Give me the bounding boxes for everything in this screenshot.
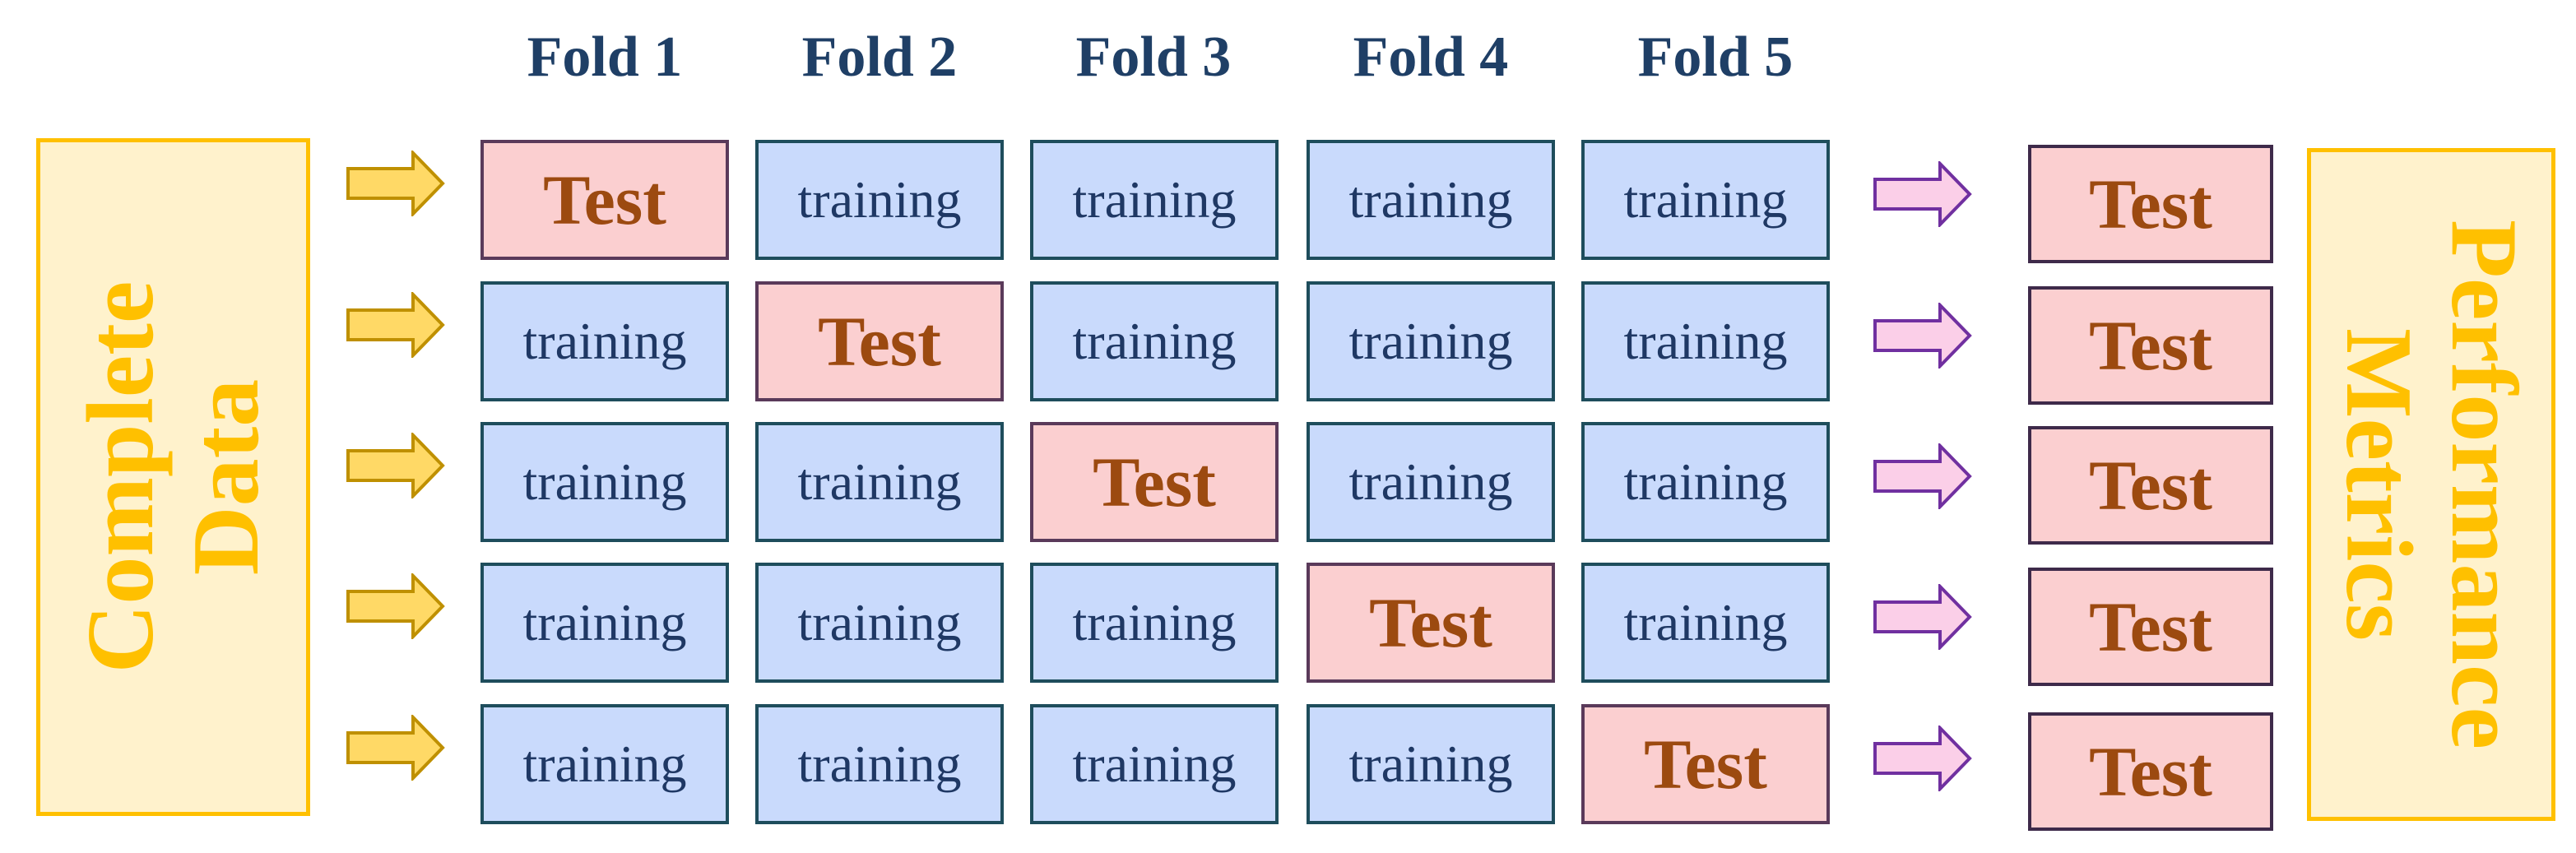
complete-data-label: Complete Data — [68, 281, 279, 674]
complete-data-box: Complete Data — [36, 138, 310, 816]
training-cell-r5-c3: training — [1030, 704, 1279, 824]
training-cell-r1-c2: training — [755, 140, 1004, 260]
cell-label: training — [1072, 170, 1237, 229]
training-cell-r3-c5: training — [1581, 422, 1830, 542]
training-cell-r4-c5: training — [1581, 563, 1830, 683]
right-arrow-icon — [1873, 584, 1972, 650]
cell-label: training — [1072, 735, 1237, 793]
result-test-cell-1: Test — [2028, 145, 2273, 263]
result-test-cell-2: Test — [2028, 286, 2273, 405]
cell-label: Test — [1369, 583, 1492, 662]
right-arrow-icon — [346, 573, 445, 639]
training-cell-r5-c2: training — [755, 704, 1004, 824]
right-arrow-icon — [1873, 303, 1972, 369]
cell-label: training — [797, 593, 962, 651]
training-cell-r5-c1: training — [480, 704, 729, 824]
cell-label: Test — [1644, 725, 1767, 804]
cell-label: training — [1623, 170, 1788, 229]
cell-label: training — [1623, 312, 1788, 370]
performance-metrics-label: Performance Metrics — [2326, 220, 2537, 749]
cell-label: training — [522, 593, 687, 651]
training-cell-r3-c2: training — [755, 422, 1004, 542]
training-cell-r2-c3: training — [1030, 281, 1279, 401]
cell-label: Test — [543, 160, 666, 239]
test-cell-r5-c5: Test — [1581, 704, 1830, 824]
training-cell-r1-c4: training — [1307, 140, 1555, 260]
cell-label: training — [1623, 452, 1788, 511]
training-cell-r1-c5: training — [1581, 140, 1830, 260]
test-cell-r4-c4: Test — [1307, 563, 1555, 683]
result-test-cell-4: Test — [2028, 568, 2273, 686]
result-label: Test — [2089, 732, 2212, 811]
cell-label: training — [1348, 735, 1513, 793]
cell-label: training — [1623, 593, 1788, 651]
result-label: Test — [2089, 306, 2212, 385]
training-cell-r2-c5: training — [1581, 281, 1830, 401]
cell-label: training — [1072, 312, 1237, 370]
test-cell-r3-c3: Test — [1030, 422, 1279, 542]
complete-data-label-line1: Complete — [67, 280, 174, 674]
fold-header-3: Fold 3 — [1075, 25, 1232, 89]
training-cell-r2-c1: training — [480, 281, 729, 401]
training-cell-r4-c2: training — [755, 563, 1004, 683]
cell-label: training — [1348, 312, 1513, 370]
training-cell-r3-c1: training — [480, 422, 729, 542]
cell-label: training — [797, 735, 962, 793]
cell-label: training — [797, 170, 962, 229]
result-label: Test — [2089, 587, 2212, 666]
right-arrow-icon — [1873, 443, 1972, 509]
result-label: Test — [2089, 446, 2212, 525]
right-arrow-icon — [346, 433, 445, 498]
right-arrow-icon — [346, 715, 445, 781]
training-cell-r3-c4: training — [1307, 422, 1555, 542]
fold-header-5: Fold 5 — [1637, 25, 1794, 89]
right-arrow-icon — [1873, 161, 1972, 227]
right-arrow-icon — [346, 151, 445, 216]
test-cell-r2-c2: Test — [755, 281, 1004, 401]
cell-label: training — [1072, 593, 1237, 651]
cell-label: Test — [1093, 443, 1216, 522]
fold-header-2: Fold 2 — [801, 25, 958, 89]
performance-metrics-label-line2: Metrics — [2326, 328, 2431, 641]
performance-metrics-box: Performance Metrics — [2307, 148, 2555, 821]
cell-label: training — [1348, 452, 1513, 511]
training-cell-r4-c1: training — [480, 563, 729, 683]
test-cell-r1-c1: Test — [480, 140, 729, 260]
result-label: Test — [2089, 165, 2212, 243]
training-cell-r4-c3: training — [1030, 563, 1279, 683]
right-arrow-icon — [346, 292, 445, 358]
training-cell-r1-c3: training — [1030, 140, 1279, 260]
cell-label: training — [522, 735, 687, 793]
training-cell-r5-c4: training — [1307, 704, 1555, 824]
training-cell-r2-c4: training — [1307, 281, 1555, 401]
cell-label: training — [522, 452, 687, 511]
cell-label: Test — [818, 302, 941, 381]
result-test-cell-5: Test — [2028, 712, 2273, 831]
fold-header-4: Fold 4 — [1353, 25, 1509, 89]
cell-label: training — [522, 312, 687, 370]
cell-label: training — [797, 452, 962, 511]
complete-data-label-line2: Data — [173, 378, 279, 576]
result-test-cell-3: Test — [2028, 426, 2273, 545]
performance-metrics-label-line1: Performance — [2431, 219, 2537, 750]
right-arrow-icon — [1873, 726, 1972, 791]
cell-label: training — [1348, 170, 1513, 229]
fold-header-1: Fold 1 — [527, 25, 683, 89]
